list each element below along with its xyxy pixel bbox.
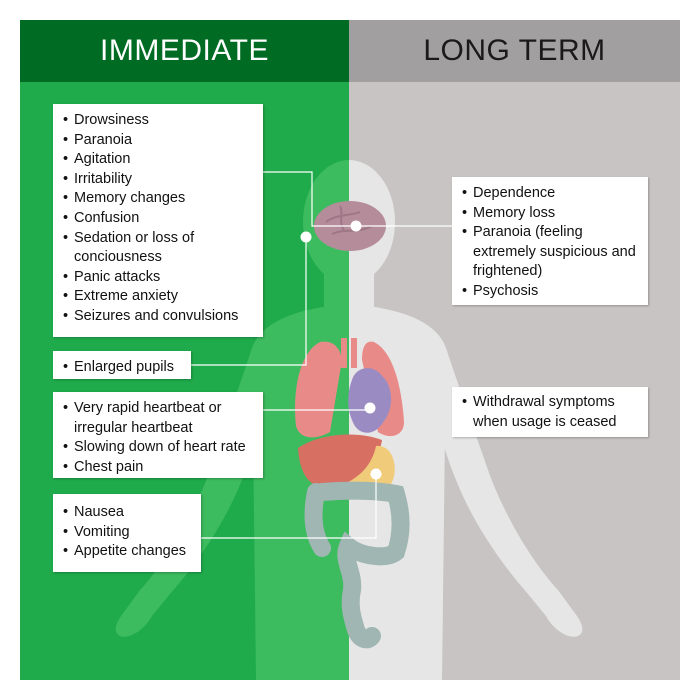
list-item: Psychosis: [462, 282, 640, 302]
immediate-header: IMMEDIATE: [20, 20, 349, 82]
connector-eye: [191, 237, 307, 366]
list-item: Very rapid heartbeat or irregular heartb…: [63, 399, 255, 438]
list-item: Memory changes: [63, 189, 255, 209]
list-item: Seizures and convulsions: [63, 307, 255, 327]
stomach-pointer-dot: [370, 468, 382, 480]
list-item: Chest pain: [63, 458, 255, 478]
heart-pointer-dot: [364, 402, 376, 414]
long-term-brain-box: Dependence Memory loss Paranoia (feeling…: [452, 177, 648, 305]
list-item: Enlarged pupils: [63, 358, 183, 378]
list-item: Agitation: [63, 150, 255, 170]
immediate-eye-box: Enlarged pupils: [53, 351, 191, 379]
list-item: Panic attacks: [63, 268, 255, 288]
list-item: Drowsiness: [63, 111, 255, 131]
list-item: Paranoia (feeling extremely suspicious a…: [462, 223, 640, 282]
eye-pointer-dot: [300, 231, 312, 243]
list-item: Nausea: [63, 503, 193, 523]
list-item: Memory loss: [462, 204, 640, 224]
connector-brain-immediate: [263, 171, 356, 227]
lung-left: [295, 341, 342, 438]
immediate-digestive-box: Nausea Vomiting Appetite changes: [53, 494, 201, 572]
immediate-cns-box: Drowsiness Paranoia Agitation Irritabili…: [53, 104, 263, 337]
connector-stomach: [201, 474, 377, 539]
intestines-organ: [304, 481, 410, 649]
long-term-body-box: Withdrawal symptoms when usage is ceased: [452, 387, 648, 437]
list-item: Dependence: [462, 184, 640, 204]
list-item: Vomiting: [63, 523, 193, 543]
immediate-heart-box: Very rapid heartbeat or irregular heartb…: [53, 392, 263, 478]
list-item: Extreme anxiety: [63, 287, 255, 307]
heart-organ: [348, 368, 392, 433]
list-item: Confusion: [63, 209, 255, 229]
list-item: Sedation or loss of conciousness: [63, 229, 255, 268]
list-item: Appetite changes: [63, 542, 193, 562]
list-item: Slowing down of heart rate: [63, 438, 255, 458]
list-item: Irritability: [63, 170, 255, 190]
brain-pointer-dot: [350, 220, 362, 232]
long-term-header: LONG TERM: [349, 20, 680, 82]
list-item: Withdrawal symptoms when usage is ceased: [462, 393, 640, 432]
list-item: Paranoia: [63, 131, 255, 151]
